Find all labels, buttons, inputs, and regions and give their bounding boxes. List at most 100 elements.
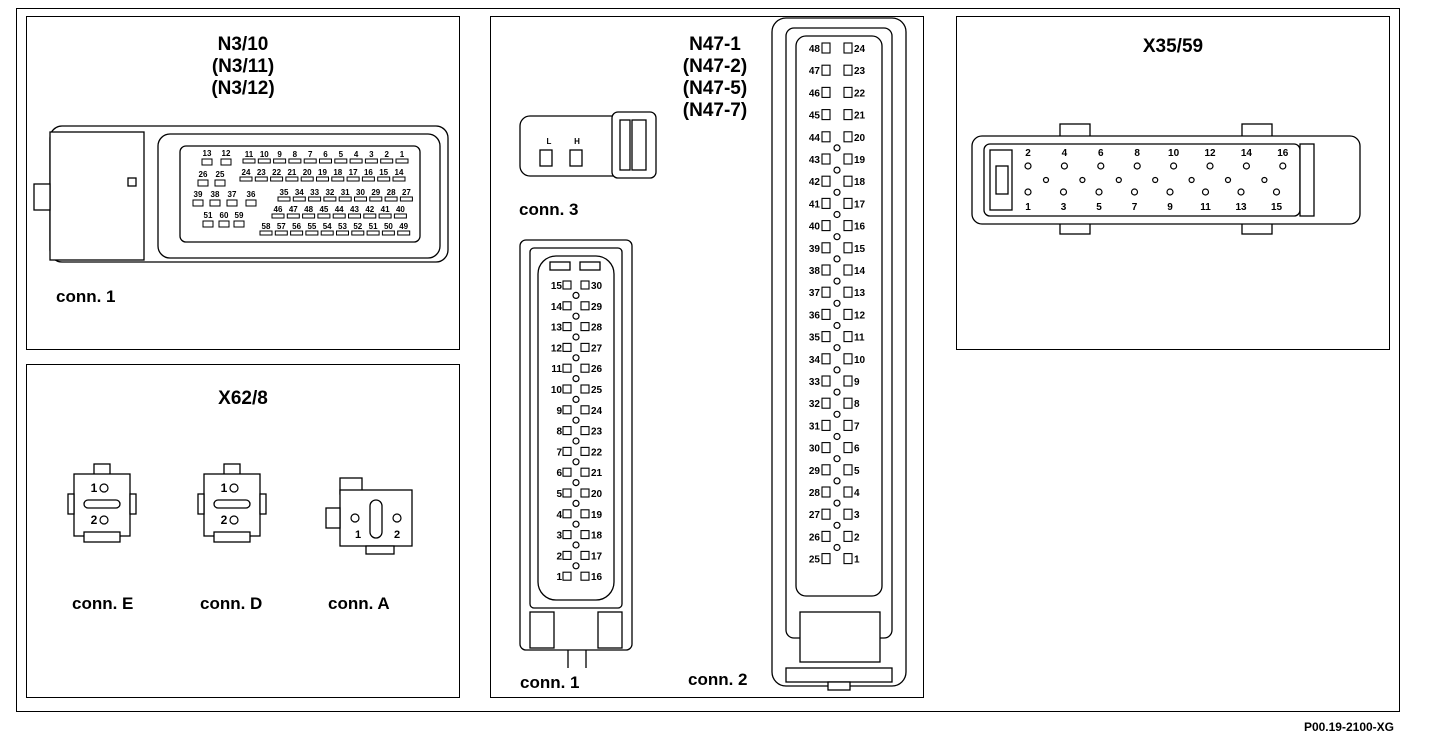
pin-slot	[346, 176, 360, 182]
pin-slot	[562, 301, 572, 311]
conn1-pin-field	[537, 255, 615, 601]
pin-label: 44	[809, 133, 821, 144]
pin-slot	[843, 486, 853, 498]
pin-label: 1	[221, 481, 228, 495]
pin-label: 13	[551, 323, 563, 334]
pin-label: 2	[1025, 148, 1031, 159]
pin-slot	[316, 176, 329, 182]
pin-label: 6	[1098, 148, 1104, 159]
pin-slot	[239, 176, 253, 182]
pin-label: 11	[1200, 202, 1211, 213]
pin-slot	[843, 442, 853, 454]
pin-slot	[562, 488, 572, 498]
pin-label: 3	[854, 510, 860, 521]
pin-label: 30	[356, 188, 365, 197]
pin-slot	[821, 264, 831, 276]
pin-label: 39	[809, 244, 821, 255]
pin-slot	[821, 464, 831, 476]
pin-hole	[572, 312, 580, 320]
pin-slot	[351, 230, 365, 236]
pin-label: 12	[551, 343, 563, 354]
pin-label: 33	[310, 188, 319, 197]
pin-label: 25	[591, 385, 603, 396]
pin-slot	[202, 220, 214, 228]
pin-slot	[562, 571, 572, 581]
pin-label: 22	[272, 168, 281, 177]
pin-slot	[290, 230, 304, 236]
pin-label: 53	[338, 222, 347, 231]
pin-slot	[580, 280, 590, 290]
pin-label: 21	[854, 111, 866, 122]
pin-slot	[363, 213, 377, 219]
pin-slot	[843, 242, 853, 254]
pin-slot	[303, 158, 317, 164]
pin-slot	[332, 213, 346, 219]
pin-label: 43	[809, 155, 821, 166]
pin-hole	[572, 499, 580, 507]
pin-hole	[833, 521, 841, 529]
pin-label: 60	[220, 211, 229, 220]
pin-label: 8	[556, 427, 562, 438]
pin-hole	[572, 395, 580, 403]
pin-label: 1	[400, 150, 405, 159]
pin-label: 6	[556, 468, 562, 479]
pin-label: 26	[591, 364, 603, 375]
pin-slot	[393, 213, 407, 219]
pin-hole	[833, 144, 841, 152]
pin-slot	[843, 197, 853, 209]
pin-label: 17	[591, 551, 603, 562]
pin-slot	[349, 158, 363, 164]
pin-hole	[1133, 162, 1141, 170]
pin-hole	[1024, 188, 1032, 196]
pin-slot	[397, 230, 411, 236]
pin-label: 40	[396, 205, 405, 214]
pin-label: 47	[809, 66, 821, 77]
pin-slot	[843, 464, 853, 476]
pin-slot	[305, 230, 319, 236]
connector-slot	[213, 499, 251, 509]
pin-slot	[843, 109, 853, 121]
pin-slot	[843, 331, 853, 343]
pin-label: 42	[809, 177, 821, 188]
pin-label: 37	[228, 190, 237, 199]
pin-label: 15	[1271, 202, 1283, 213]
pin-label: 32	[809, 399, 821, 410]
pin-label: 5	[1096, 202, 1102, 213]
pin-label: 5	[339, 150, 344, 159]
pin-slot	[821, 419, 831, 431]
pin-slot	[562, 342, 572, 352]
connector-tab	[67, 493, 75, 515]
pin-hole	[833, 233, 841, 241]
pin-slot	[562, 363, 572, 373]
pin-label: 24	[854, 44, 866, 55]
pin-label: 3	[369, 150, 374, 159]
pin-slot	[323, 196, 337, 202]
pin-slot	[273, 158, 287, 164]
pin-label: 33	[809, 377, 821, 388]
connector-foot	[213, 531, 251, 543]
pin-slot	[302, 213, 316, 219]
pin-slot	[257, 158, 271, 164]
pin-label: 43	[350, 205, 359, 214]
pin-label: 28	[387, 188, 396, 197]
pin-label: 46	[274, 205, 283, 214]
pin-label: 5	[854, 466, 860, 477]
n47-conn2-label: conn. 2	[688, 670, 748, 689]
pin-label: 25	[809, 555, 821, 566]
diagram-frame	[16, 8, 1400, 712]
pin-label: 8	[1134, 148, 1140, 159]
conn3-pin	[569, 149, 583, 167]
pin-slot	[843, 42, 853, 54]
pin-hole	[572, 416, 580, 424]
pin-label: 8	[854, 399, 860, 410]
pin-hole	[1279, 162, 1287, 170]
pin-label: 36	[247, 190, 256, 199]
pin-label: 14	[551, 302, 563, 313]
pin-slot	[843, 264, 853, 276]
pin-label: 2	[384, 150, 389, 159]
pin-hole	[1261, 176, 1268, 184]
pin-slot	[843, 553, 853, 565]
pin-slot	[245, 199, 257, 207]
pin-label: 6	[854, 444, 860, 455]
pin-slot	[377, 176, 391, 182]
